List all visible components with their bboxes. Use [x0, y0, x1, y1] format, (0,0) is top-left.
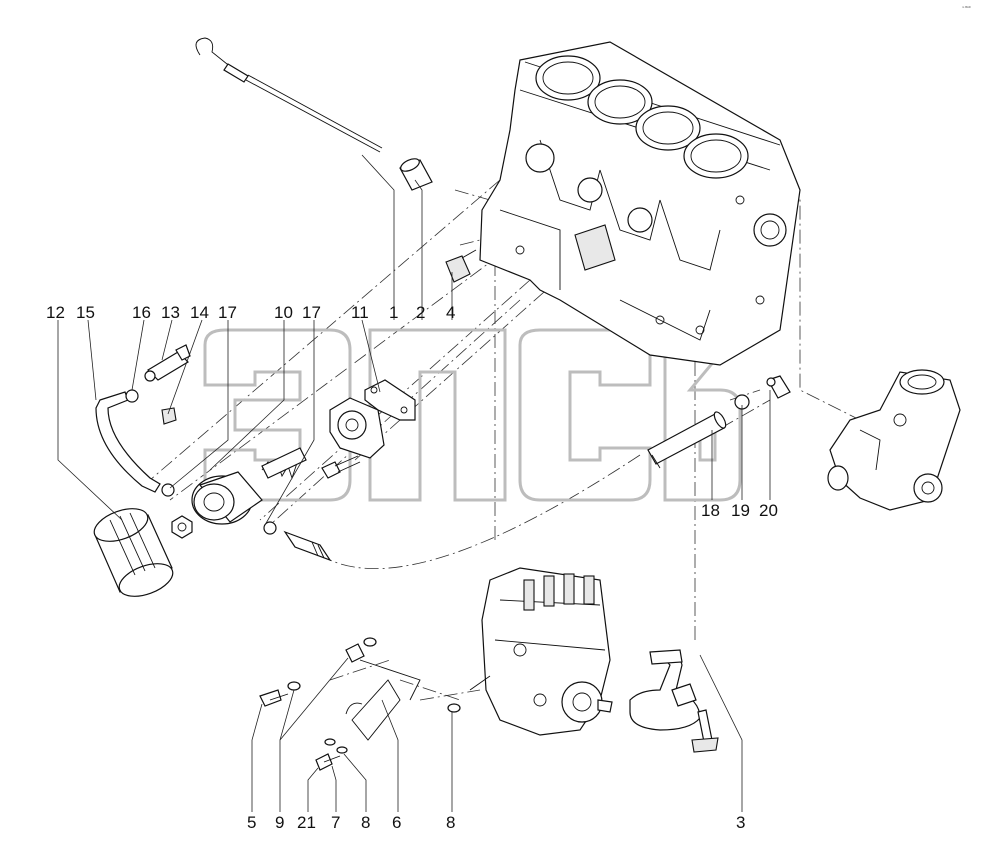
callout-label: 21 — [297, 813, 316, 832]
callout-label: 11 — [351, 303, 369, 322]
callout-label: 7 — [331, 813, 340, 832]
elbow-fitting — [766, 375, 791, 399]
spring — [261, 447, 307, 480]
injection-pump — [481, 567, 613, 736]
callout-label: 18 — [701, 501, 720, 520]
callout-label: 12 — [46, 303, 65, 322]
cooler-housing — [329, 397, 385, 459]
oil-strainer — [629, 649, 719, 753]
coolant-pipe — [647, 411, 727, 469]
water-pump — [827, 369, 961, 511]
callout-label: 4 — [446, 303, 455, 322]
oil-pressure-sensor — [445, 249, 477, 283]
callout-label: 9 — [275, 813, 284, 832]
callout-label: 3 — [736, 813, 745, 832]
gasket — [364, 379, 416, 421]
callout-label: 16 — [132, 303, 151, 322]
callout-label: 13 — [161, 303, 180, 322]
callout-label: 17 — [302, 303, 321, 322]
dipstick — [195, 37, 383, 153]
cylinder-block — [479, 41, 801, 366]
callout-label: 2 — [416, 303, 425, 322]
callout-label: 8 — [361, 813, 370, 832]
callout-label: 19 — [731, 501, 750, 520]
mounting-bolt — [321, 455, 361, 479]
corner-mark: ᵐ ᴮᴬᴰ — [962, 5, 971, 10]
return-pipe — [283, 530, 332, 562]
leader-lines — [57, 154, 771, 812]
dipstick-guide-tube — [399, 158, 433, 191]
filter-nut — [171, 515, 193, 539]
callout-label: 10 — [274, 303, 293, 322]
callout-label: 8 — [446, 813, 455, 832]
tee-fitting — [144, 344, 191, 382]
cooler-hose — [95, 391, 161, 493]
callout-label: 6 — [392, 813, 401, 832]
callout-label: 14 — [190, 303, 209, 322]
callout-label: 17 — [218, 303, 237, 322]
callout-label: 15 — [76, 303, 95, 322]
oil-filter — [93, 508, 174, 597]
hose-clamps — [125, 389, 750, 535]
callout-label: 20 — [759, 501, 778, 520]
oil-cooler — [191, 471, 263, 525]
callout-label: 5 — [247, 813, 256, 832]
callout-label: 1 — [389, 303, 398, 322]
callout-numbers: 12 15 16 13 14 17 10 17 11 1 2 4 18 19 2… — [46, 303, 778, 832]
feed-line-parts — [259, 637, 491, 771]
